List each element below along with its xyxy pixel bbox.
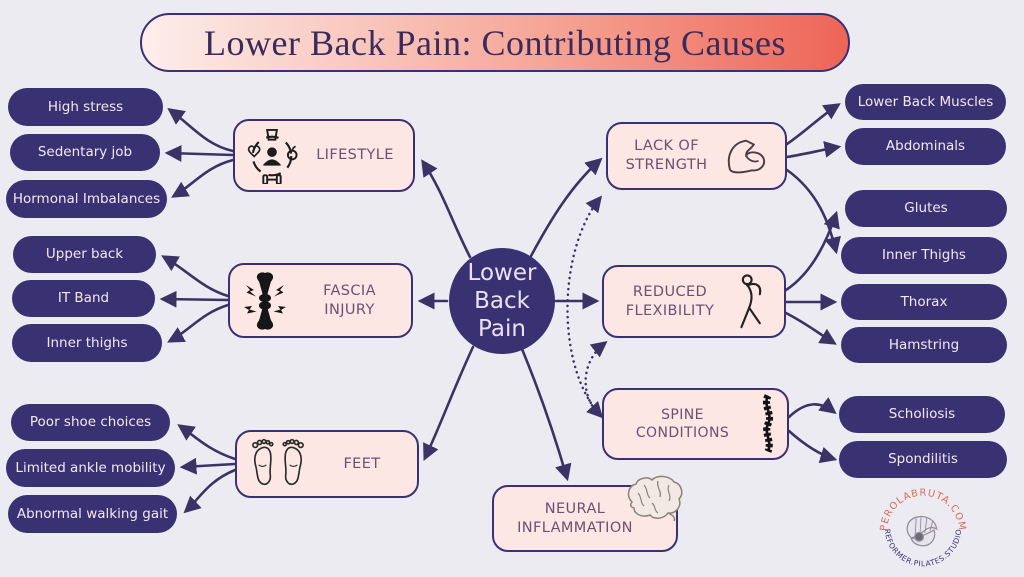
- pill-limited-ankle-mobility: Limited ankle mobility: [6, 449, 175, 487]
- cause-label-lifestyle: LIFESTYLE: [316, 147, 394, 164]
- studio-logo: PEROLABRUTA.COM REFORMER.PILATES.STUDIO: [879, 488, 967, 569]
- arrow-center-strength: [529, 157, 603, 258]
- central-node-line1: Lower: [467, 259, 537, 286]
- cause-label-spine-conditions: SPINE CONDITIONS: [635, 406, 730, 441]
- pill-poor-shoe-choices: Poor shoe choices: [11, 404, 170, 441]
- pill-inner-thighs-right: Inner Thighs: [841, 237, 1007, 274]
- pill-hamstring: Hamstring: [841, 327, 1007, 363]
- pill-abnormal-walking-gait: Abnormal walking gait: [8, 495, 177, 533]
- cause-box-fascia-injury: FASCIA INJURY: [228, 263, 413, 338]
- pill-sedentary-job: Sedentary job: [10, 134, 160, 171]
- central-node-lower-back-pain: Lower Back Pain: [449, 248, 555, 354]
- pill-abdominals: Abdominals: [845, 128, 1006, 165]
- central-node-line3: Pain: [478, 316, 526, 343]
- cause-label-lack-of-strength: LACK OF STRENGTH: [625, 138, 708, 173]
- pill-upper-back: Upper back: [13, 236, 156, 273]
- cause-label-neural-inflammation: NEURAL INFLAMMATION: [517, 500, 633, 536]
- arrow-strength-abdominals: [785, 141, 842, 159]
- central-node-line2: Back: [474, 287, 530, 314]
- cause-box-spine-conditions: SPINE CONDITIONS: [602, 388, 789, 460]
- cause-label-reduced-flexibility: REDUCED FLEXIBILITY: [625, 283, 715, 319]
- dotted-arrow-spine-strength: [566, 195, 604, 419]
- cause-box-lack-of-strength: LACK OF STRENGTH: [606, 122, 787, 190]
- pill-spondilitis: Spondilitis: [839, 441, 1007, 478]
- arrow-fascia-upper-back: [161, 255, 230, 298]
- arrow-feet-gait: [183, 468, 237, 514]
- feet-soles-icon: [252, 438, 304, 486]
- bicep-icon: [727, 139, 765, 174]
- spine-icon: [762, 394, 774, 453]
- pill-inner-thighs-left: Inner thighs: [12, 324, 162, 362]
- arrow-flex-hamstring: [784, 311, 837, 345]
- pill-scholiosis: Scholiosis: [839, 396, 1005, 433]
- arrow-feet-shoes: [177, 424, 237, 461]
- pill-high-stress: High stress: [8, 88, 163, 126]
- arrow-feet-ankle: [179, 457, 237, 475]
- page-title: Lower Back Pain: Contributing Causes: [140, 13, 850, 72]
- arrow-center-lifestyle: [421, 159, 472, 259]
- cause-label-fascia-injury: FASCIA INJURY: [323, 282, 376, 318]
- cause-box-reduced-flexibility: REDUCED FLEXIBILITY: [602, 265, 786, 338]
- arrow-strength-inner-thighs: [785, 168, 841, 255]
- cause-label-feet: FEET: [343, 455, 381, 472]
- lifestyle-icon: [247, 128, 298, 184]
- pill-hormonal-imbalances: Hormonal Imbalances: [6, 180, 167, 218]
- arrow-center-feet: [423, 345, 475, 462]
- pill-lower-back-muscles: Lower Back Muscles: [845, 84, 1006, 120]
- pill-it-band: IT Band: [12, 280, 155, 317]
- pill-thorax: Thorax: [841, 284, 1007, 320]
- arrow-strength-lower-back-muscles: [785, 103, 841, 146]
- stretching-person-icon: [740, 273, 762, 328]
- arrow-fascia-inner-thighs: [167, 303, 230, 343]
- arrow-lifestyle-hormonal: [171, 158, 235, 198]
- cause-box-lifestyle: LIFESTYLE: [233, 119, 415, 192]
- arrow-lifestyle-high-stress: [167, 108, 235, 153]
- arrow-flex-glutes: [784, 210, 840, 292]
- cause-box-neural-inflammation: NEURAL INFLAMMATION: [492, 475, 683, 552]
- arrow-spine-spondilitis: [787, 429, 838, 464]
- arrow-lifestyle-sedentary: [164, 144, 235, 162]
- pill-glutes: Glutes: [845, 190, 1007, 227]
- brain-icon: [624, 473, 686, 529]
- cause-box-feet: FEET: [235, 430, 419, 498]
- arrow-center-neural: [520, 347, 572, 482]
- joint-lightning-icon: [244, 271, 286, 330]
- arrow-fascia-it-band: [159, 290, 230, 308]
- arrow-spine-scholiosis: [787, 397, 837, 419]
- pearl-shell-icon: [906, 515, 938, 547]
